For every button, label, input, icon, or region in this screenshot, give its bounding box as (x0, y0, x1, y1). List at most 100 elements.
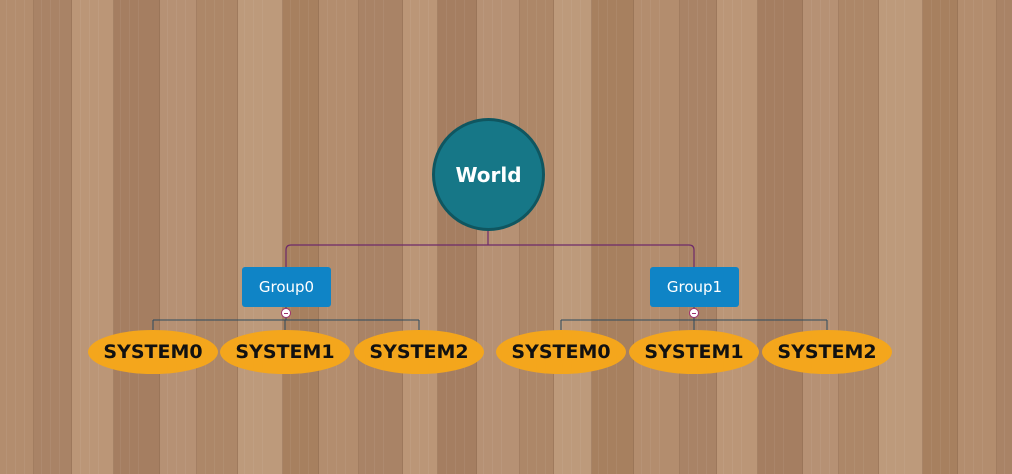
wood-plank-seam (633, 0, 634, 474)
wood-grain (940, 0, 941, 474)
wood-plank (717, 0, 758, 474)
wood-grain (973, 0, 974, 474)
wood-plank (238, 0, 283, 474)
wood-plank-seam (71, 0, 72, 474)
wood-grain (308, 0, 309, 474)
wood-grain (299, 0, 300, 474)
system-node-group0-system0[interactable]: SYSTEM0 (88, 330, 218, 374)
wood-plank-seam (922, 0, 923, 474)
wood-plank-seam (553, 0, 554, 474)
wood-plank-seam (838, 0, 839, 474)
wood-grain (641, 0, 642, 474)
wood-grain (931, 0, 932, 474)
wood-plank-seam (237, 0, 238, 474)
wood-plank-seam (996, 0, 997, 474)
wood-plank-seam (437, 0, 438, 474)
wood-grain (527, 0, 528, 474)
wood-grain (741, 0, 742, 474)
wood-grain (783, 0, 784, 474)
wood-plank (803, 0, 839, 474)
wood-grain (214, 0, 215, 474)
wood-plank-seam (196, 0, 197, 474)
wood-grain (290, 0, 291, 474)
root-node-world[interactable]: World (432, 118, 545, 231)
system-node-group0-system1[interactable]: SYSTEM1 (220, 330, 350, 374)
wood-grain (854, 0, 855, 474)
wood-plank-seam (716, 0, 717, 474)
wood-grain (598, 0, 599, 474)
wood-plank (160, 0, 197, 474)
wood-grain (886, 0, 887, 474)
wood-grain (167, 0, 168, 474)
wood-grain (336, 0, 337, 474)
wood-plank-seam (318, 0, 319, 474)
wood-plank (403, 0, 438, 474)
wood-grain (845, 0, 846, 474)
wood-grain (545, 0, 546, 474)
wood-grain (982, 0, 983, 474)
wood-grain (688, 0, 689, 474)
wood-grain (723, 0, 724, 474)
wood-grain (483, 0, 484, 474)
wood-grain (129, 0, 130, 474)
wood-grain (492, 0, 493, 474)
wood-plank (634, 0, 680, 474)
wood-plank-seam (757, 0, 758, 474)
wood-plank (958, 0, 997, 474)
wood-grain (50, 0, 51, 474)
wood-grain (345, 0, 346, 474)
collapse-toggle-icon[interactable] (689, 308, 699, 318)
wood-plank (319, 0, 359, 474)
wood-grain (365, 0, 366, 474)
wood-plank (923, 0, 958, 474)
wood-plank-seam (679, 0, 680, 474)
wood-grain (964, 0, 965, 474)
system-node-group1-system0[interactable]: SYSTEM0 (496, 330, 626, 374)
wood-grain (863, 0, 864, 474)
wood-grain (571, 0, 572, 474)
wood-plank (758, 0, 803, 474)
wood-grain (949, 0, 950, 474)
wood-plank-seam (358, 0, 359, 474)
wood-grain (98, 0, 99, 474)
wood-plank (997, 0, 1012, 474)
wood-plank (72, 0, 114, 474)
wood-plank-seam (402, 0, 403, 474)
wood-plank-seam (159, 0, 160, 474)
wood-plank (839, 0, 879, 474)
wood-grain (410, 0, 411, 474)
wood-plank (34, 0, 72, 474)
wood-plank-seam (957, 0, 958, 474)
system-node-group0-system2[interactable]: SYSTEM2 (354, 330, 484, 374)
wood-grain (176, 0, 177, 474)
wood-plank (197, 0, 238, 474)
wood-grain (774, 0, 775, 474)
wood-grain (244, 0, 245, 474)
wood-grain (607, 0, 608, 474)
wood-grain (41, 0, 42, 474)
wood-grain (501, 0, 502, 474)
wood-grain (15, 0, 16, 474)
wood-grain (659, 0, 660, 474)
wood-plank (592, 0, 634, 474)
wood-plank (359, 0, 403, 474)
wood-grain (829, 0, 830, 474)
wood-plank (680, 0, 717, 474)
wood-grain (138, 0, 139, 474)
wood-grain (89, 0, 90, 474)
wood-grain (374, 0, 375, 474)
wood-grain (580, 0, 581, 474)
group-node-group1[interactable]: Group1 (650, 267, 739, 307)
system-node-group1-system1[interactable]: SYSTEM1 (629, 330, 759, 374)
root-connector (285, 231, 695, 267)
wood-grain (697, 0, 698, 474)
wood-grain (765, 0, 766, 474)
wood-grain (616, 0, 617, 474)
group-node-group0[interactable]: Group0 (242, 267, 331, 307)
wood-grain (24, 0, 25, 474)
wood-grain (811, 0, 812, 474)
system-node-group1-system2[interactable]: SYSTEM2 (762, 330, 892, 374)
collapse-toggle-icon[interactable] (281, 308, 291, 318)
wood-grain (253, 0, 254, 474)
